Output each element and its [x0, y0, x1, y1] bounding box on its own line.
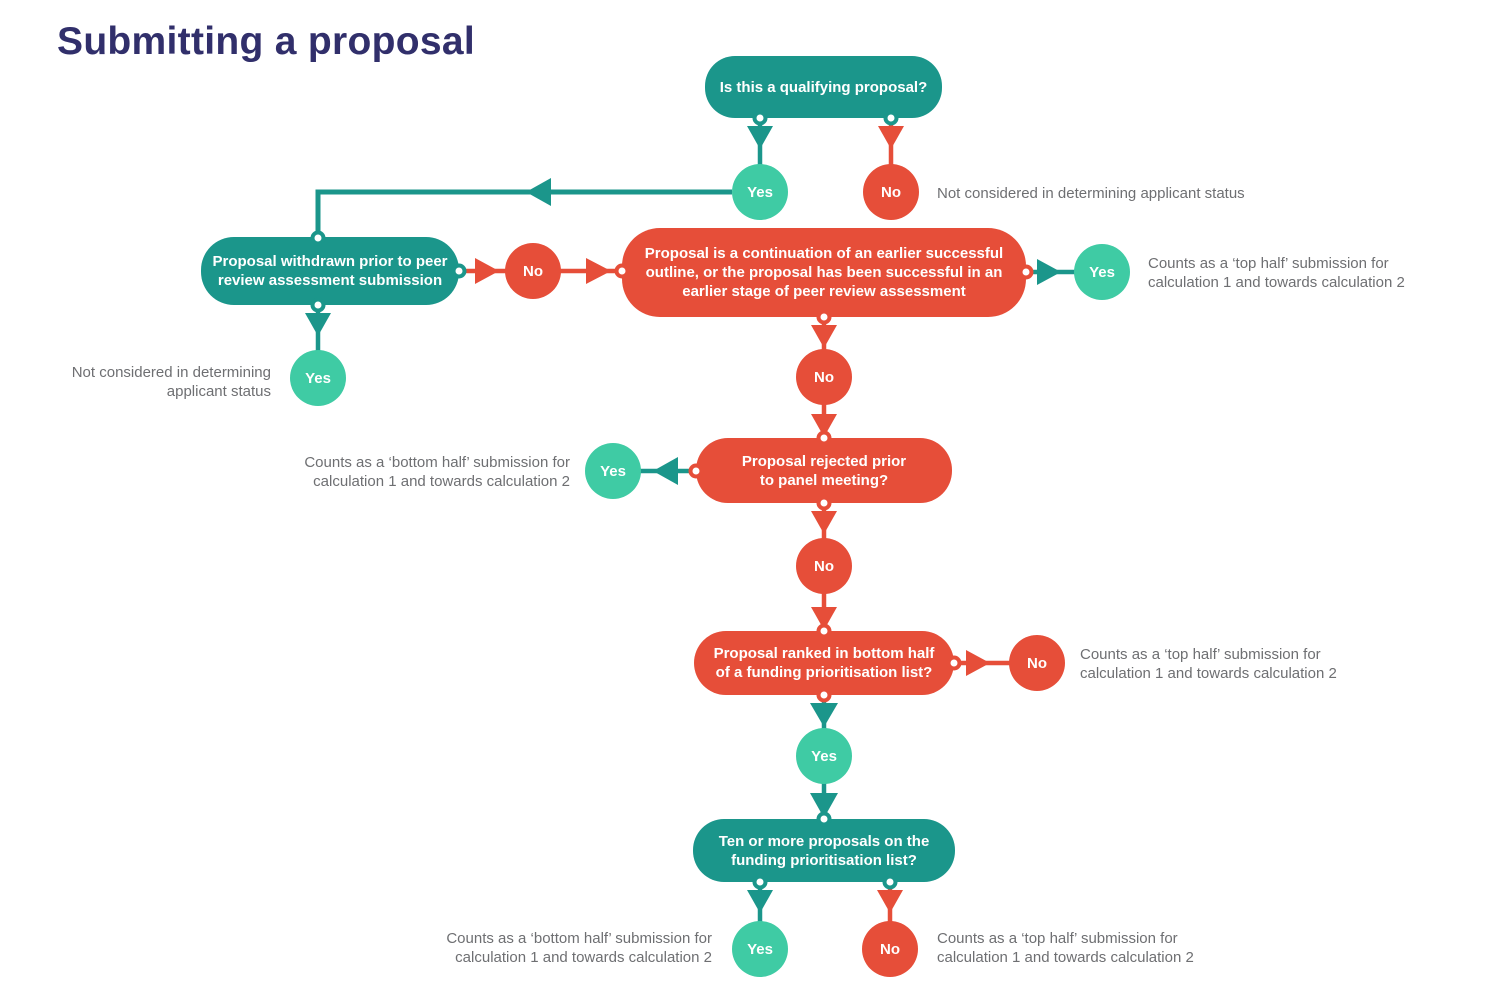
decision-yes-continuation: Yes	[1074, 244, 1130, 300]
decision-no-withdrawn: No	[505, 243, 561, 299]
node-proposal-continuation: Proposal is a continuation of an earlier…	[622, 228, 1026, 317]
decision-yes-qualifying: Yes	[732, 164, 788, 220]
outcome-not-considered-left: Not considered in determining applicant …	[71, 364, 271, 400]
decision-no-ten-or-more: No	[862, 921, 918, 977]
node-ten-or-more-proposals: Ten or more proposals on the funding pri…	[693, 819, 955, 882]
decision-yes-ranked: Yes	[796, 728, 852, 784]
outcome-bottom-half-ten-or-more: Counts as a ‘bottom half’ submission for…	[446, 930, 712, 966]
outcome-top-half-ten-or-more: Counts as a ‘top half’ submission for ca…	[937, 930, 1194, 966]
decision-no-ranked: No	[1009, 635, 1065, 691]
node-proposal-withdrawn: Proposal withdrawn prior to peer review …	[201, 237, 459, 305]
outcome-bottom-half-rejected: Counts as a ‘bottom half’ submission for…	[304, 454, 570, 490]
outcome-top-half-continuation: Counts as a ‘top half’ submission for ca…	[1148, 255, 1405, 291]
outcome-not-considered-top: Not considered in determining applicant …	[937, 185, 1245, 202]
node-proposal-ranked-bottom-half: Proposal ranked in bottom half of a fund…	[694, 631, 954, 695]
decision-yes-ten-or-more: Yes	[732, 921, 788, 977]
decision-yes-withdrawn: Yes	[290, 350, 346, 406]
decision-yes-rejected: Yes	[585, 443, 641, 499]
decision-no-qualifying: No	[863, 164, 919, 220]
node-proposal-rejected: Proposal rejected prior to panel meeting…	[696, 438, 952, 503]
node-qualifying-proposal: Is this a qualifying proposal?	[705, 56, 942, 118]
decision-no-continuation: No	[796, 349, 852, 405]
outcome-top-half-ranked: Counts as a ‘top half’ submission for ca…	[1080, 646, 1337, 682]
decision-no-rejected: No	[796, 538, 852, 594]
page-title: Submitting a proposal	[57, 20, 475, 63]
